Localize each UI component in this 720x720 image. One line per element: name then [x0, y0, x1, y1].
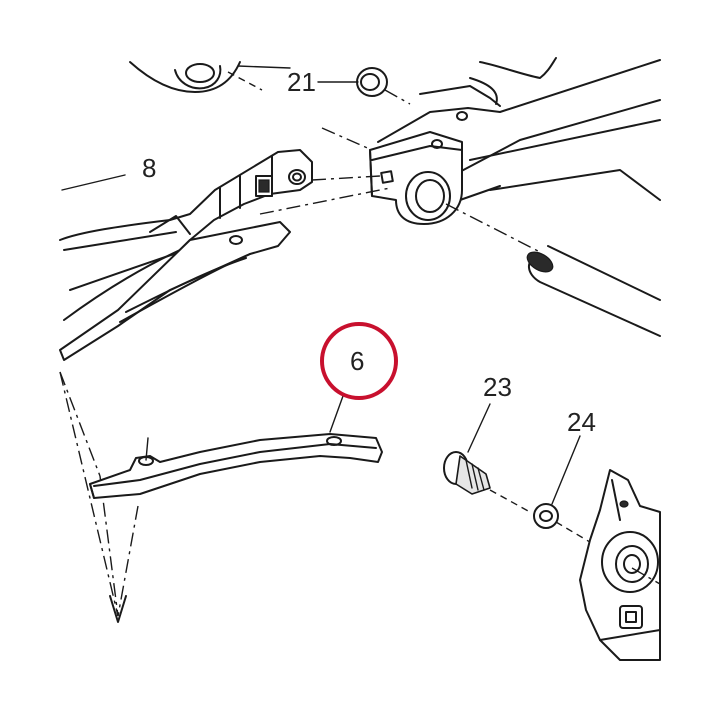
part-8-lever [59, 149, 391, 321]
callout-21: 21 [287, 67, 316, 97]
callout-6: 6 [350, 346, 364, 376]
highlight-circle [320, 322, 398, 400]
assembly-guidelines [59, 371, 139, 623]
leader-lines [317, 81, 581, 505]
callout-23: 23 [483, 372, 512, 402]
top-pivot-housing [129, 61, 291, 93]
callout-8: 8 [142, 153, 156, 183]
lever-plate [59, 221, 291, 361]
swing-arm-assembly [369, 57, 661, 337]
callout-24: 24 [567, 407, 596, 437]
part-6-bracket [89, 433, 383, 499]
frame-bracket [579, 469, 661, 661]
part-21-bushing [321, 67, 411, 151]
part-23-bolt [443, 451, 531, 513]
